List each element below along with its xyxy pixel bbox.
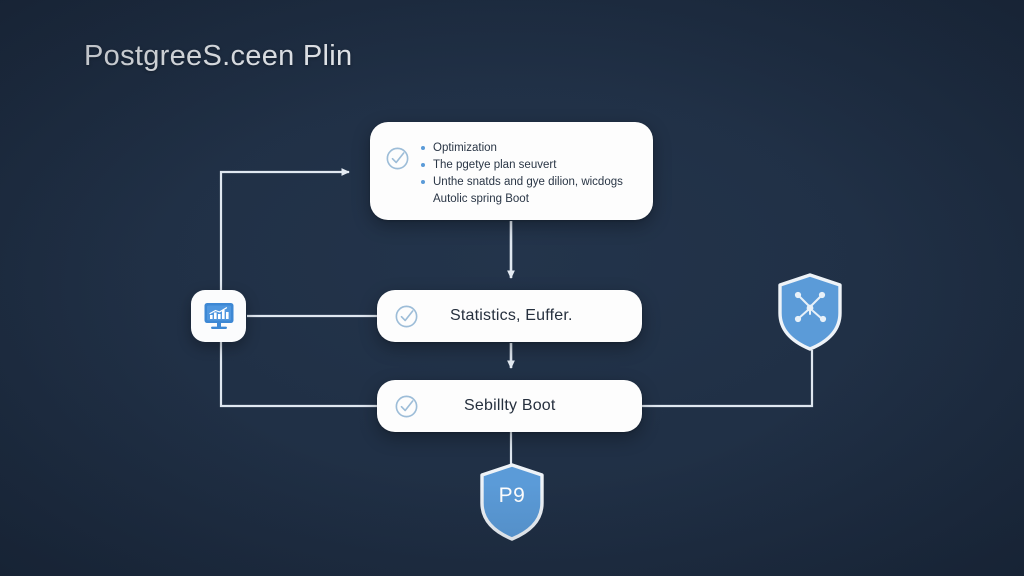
node-monitor[interactable] [191,290,246,342]
node-shield-badge[interactable]: P9 [477,462,547,542]
list-item: Optimization [419,140,643,157]
connector-boot-card-to-shield-network [642,350,814,408]
card-statistics-label: Statistics, Euffer. [450,307,573,324]
node-shield-network[interactable] [775,272,845,352]
check-circle-icon [386,147,409,170]
monitor-chart-icon [204,303,233,329]
card-sebillty-boot[interactable]: Sebillty Boot [377,380,642,432]
page-title: PostgreeS.ceen Plin [84,40,353,72]
list-item: Unthe snatds and gye dilion, wicdogs [419,174,643,191]
list-item: Autolic spring Boot [433,193,529,205]
shield-network-icon [778,273,842,351]
optimization-bullet-list: Optimization The pgetye plan seuvert Unt… [419,134,643,208]
shield-icon [480,463,544,541]
card-optimization-list[interactable]: Optimization The pgetye plan seuvert Unt… [370,122,653,220]
check-circle-icon [395,305,418,327]
card-statistics[interactable]: Statistics, Euffer. [377,290,642,342]
check-circle-icon [395,395,418,417]
list-item: The pgetye plan seuvert [419,157,643,174]
card-sebillty-boot-label: Sebillty Boot [464,397,556,414]
